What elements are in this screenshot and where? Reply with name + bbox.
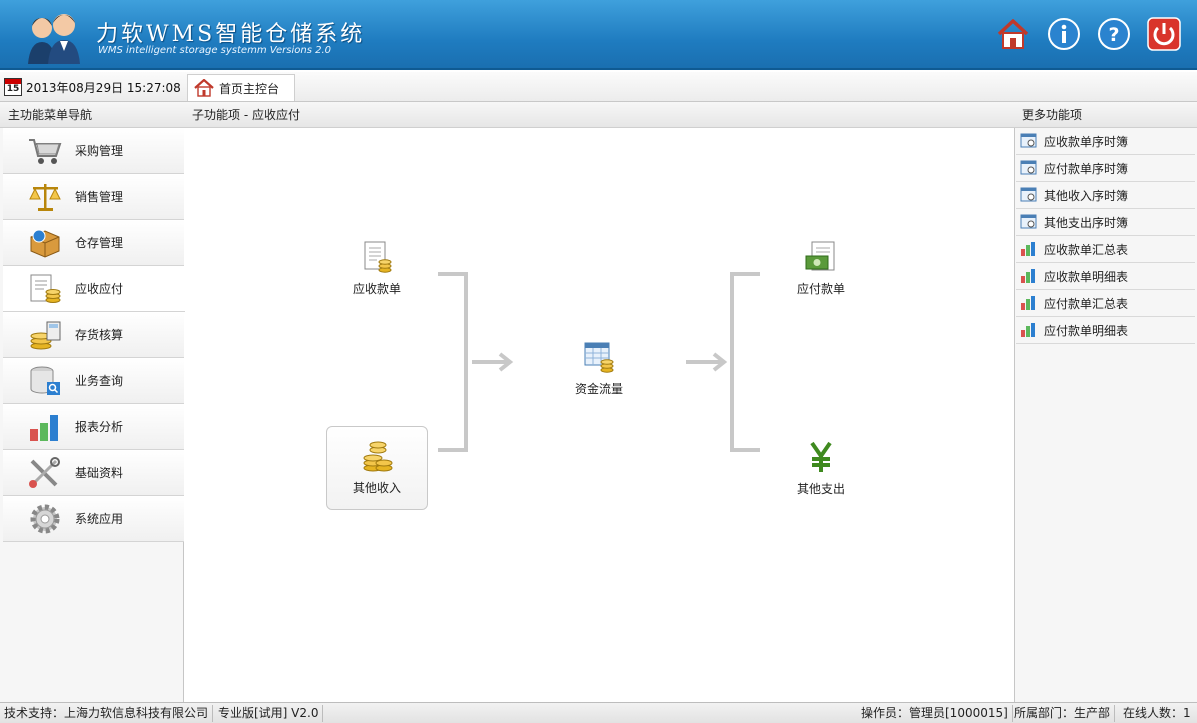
calculator-coins-icon: [30, 321, 61, 349]
svg-text:?: ?: [1108, 24, 1119, 46]
right-panel-title: 更多功能项: [1014, 102, 1197, 128]
flow-node-cash-flow[interactable]: 资金流量: [549, 340, 649, 397]
nav-item-basic-data[interactable]: 基础资料: [3, 450, 184, 496]
more-item-payable-detail[interactable]: 应付款单明细表: [1016, 317, 1195, 344]
more-item-other-income-journal[interactable]: 其他收入序时簿: [1016, 182, 1195, 209]
nav-item-warehouse[interactable]: 仓存管理: [3, 220, 184, 266]
flow-label-other-income: 其他收入: [352, 481, 401, 495]
flow-node-other-expense[interactable]: 其他支出: [771, 440, 871, 497]
flow-label-receivable: 应收款单: [352, 282, 401, 296]
right-panel: [1014, 102, 1197, 702]
home-tab-icon: [194, 79, 214, 97]
app-header: 力软WMS智能仓储系统 WMS intelligent storage syst…: [0, 0, 1197, 70]
flow-label-other-expense: 其他支出: [796, 482, 845, 496]
flow-node-receivable[interactable]: 应收款单: [327, 240, 427, 297]
app-title: 力软WMS智能仓储系统: [96, 22, 366, 47]
datetime-text: 2013年08月29日 15:27:08: [26, 80, 181, 95]
date-display: 15 2013年08月29日 15:27:08: [4, 75, 188, 99]
status-edition: 专业版[试用] V2.0: [214, 705, 324, 722]
shopping-cart-icon: [29, 138, 62, 164]
more-item-receivable-journal[interactable]: 应收款单序时簿: [1016, 128, 1195, 155]
flow-node-other-income[interactable]: 其他收入: [326, 426, 428, 510]
spreadsheet-coins-icon: [584, 342, 614, 373]
home-icon[interactable]: [996, 17, 1030, 51]
more-item-receivable-summary[interactable]: 应收款单汇总表: [1016, 236, 1195, 263]
nav-item-business-query[interactable]: 业务查询: [3, 358, 184, 404]
users-logo-icon: [28, 14, 80, 64]
database-search-icon: [30, 366, 60, 395]
more-item-payable-summary[interactable]: 应付款单汇总表: [1016, 290, 1195, 317]
more-functions-list: 应收款单序时簿 应付款单序时簿 其他收入序时簿 其他支出序时簿 应收款单: [1016, 128, 1195, 344]
power-icon[interactable]: [1147, 17, 1181, 51]
more-item-payable-journal[interactable]: 应付款单序时簿: [1016, 155, 1195, 182]
nav-item-system[interactable]: 系统应用: [3, 496, 184, 542]
center-panel: [184, 102, 1014, 702]
status-online-count: 在线人数：1: [1123, 706, 1191, 720]
tab-home-console[interactable]: 首页主控台: [187, 74, 295, 101]
scale-icon: [29, 183, 61, 211]
app-subtitle: WMS intelligent storage systemm Versions…: [98, 45, 331, 56]
ledger-search-icon: [1020, 133, 1037, 148]
flow-label-payable: 应付款单: [796, 282, 845, 296]
status-operator: 操作员：管理员[1000015]: [857, 705, 1013, 722]
info-icon[interactable]: [1047, 17, 1081, 51]
center-panel-title: 子功能项 - 应收应付: [184, 102, 1014, 128]
bar-chart-icon: [30, 414, 58, 441]
nav-item-sales[interactable]: 销售管理: [3, 174, 184, 220]
nav-item-report-analysis[interactable]: 报表分析: [3, 404, 184, 450]
tools-icon: [29, 456, 60, 488]
flow-connectors: [438, 272, 760, 452]
help-icon[interactable]: ?: [1097, 17, 1131, 51]
tab-bar: 15 2013年08月29日 15:27:08 首页主控台: [0, 72, 1197, 102]
more-item-other-expense-journal[interactable]: 其他支出序时簿: [1016, 209, 1195, 236]
calendar-icon: 15: [4, 78, 22, 96]
flow-node-payable[interactable]: 应付款单: [771, 240, 871, 297]
package-icon: [30, 229, 60, 258]
status-bar: 技术支持：上海力软信息科技有限公司 专业版[试用] V2.0 操作员：管理员[1…: [0, 702, 1197, 723]
ledger-search-icon: [1020, 160, 1037, 175]
coin-stack-icon: [363, 441, 393, 472]
report-chart-icon: [1021, 323, 1035, 337]
report-chart-icon: [1021, 242, 1035, 256]
nav-item-purchase[interactable]: 采购管理: [3, 128, 184, 174]
home-tab-label: 首页主控台: [219, 81, 280, 96]
nav-item-receivable-payable[interactable]: 应收应付: [3, 266, 185, 312]
more-item-receivable-detail[interactable]: 应收款单明细表: [1016, 263, 1195, 290]
ledger-search-icon: [1020, 187, 1037, 202]
gear-icon: [30, 504, 60, 533]
ledger-search-icon: [1020, 214, 1037, 229]
status-support: 技术支持：上海力软信息科技有限公司: [0, 705, 214, 722]
yen-icon: [810, 441, 832, 472]
report-chart-icon: [1021, 296, 1035, 310]
nav-item-inventory-accounting[interactable]: 存货核算: [3, 312, 184, 358]
flow-label-cash-flow: 资金流量: [574, 382, 623, 396]
status-department: 所属部门：生产部: [1010, 705, 1116, 722]
invoice-cash-icon: [805, 241, 835, 271]
left-panel-title: 主功能菜单导航: [0, 102, 184, 128]
receipt-coins-icon: [364, 241, 392, 273]
report-chart-icon: [1021, 269, 1035, 283]
main-menu: 采购管理 销售管理 仓存管理 应收应付: [3, 128, 185, 542]
invoice-coins-icon: [30, 274, 61, 303]
